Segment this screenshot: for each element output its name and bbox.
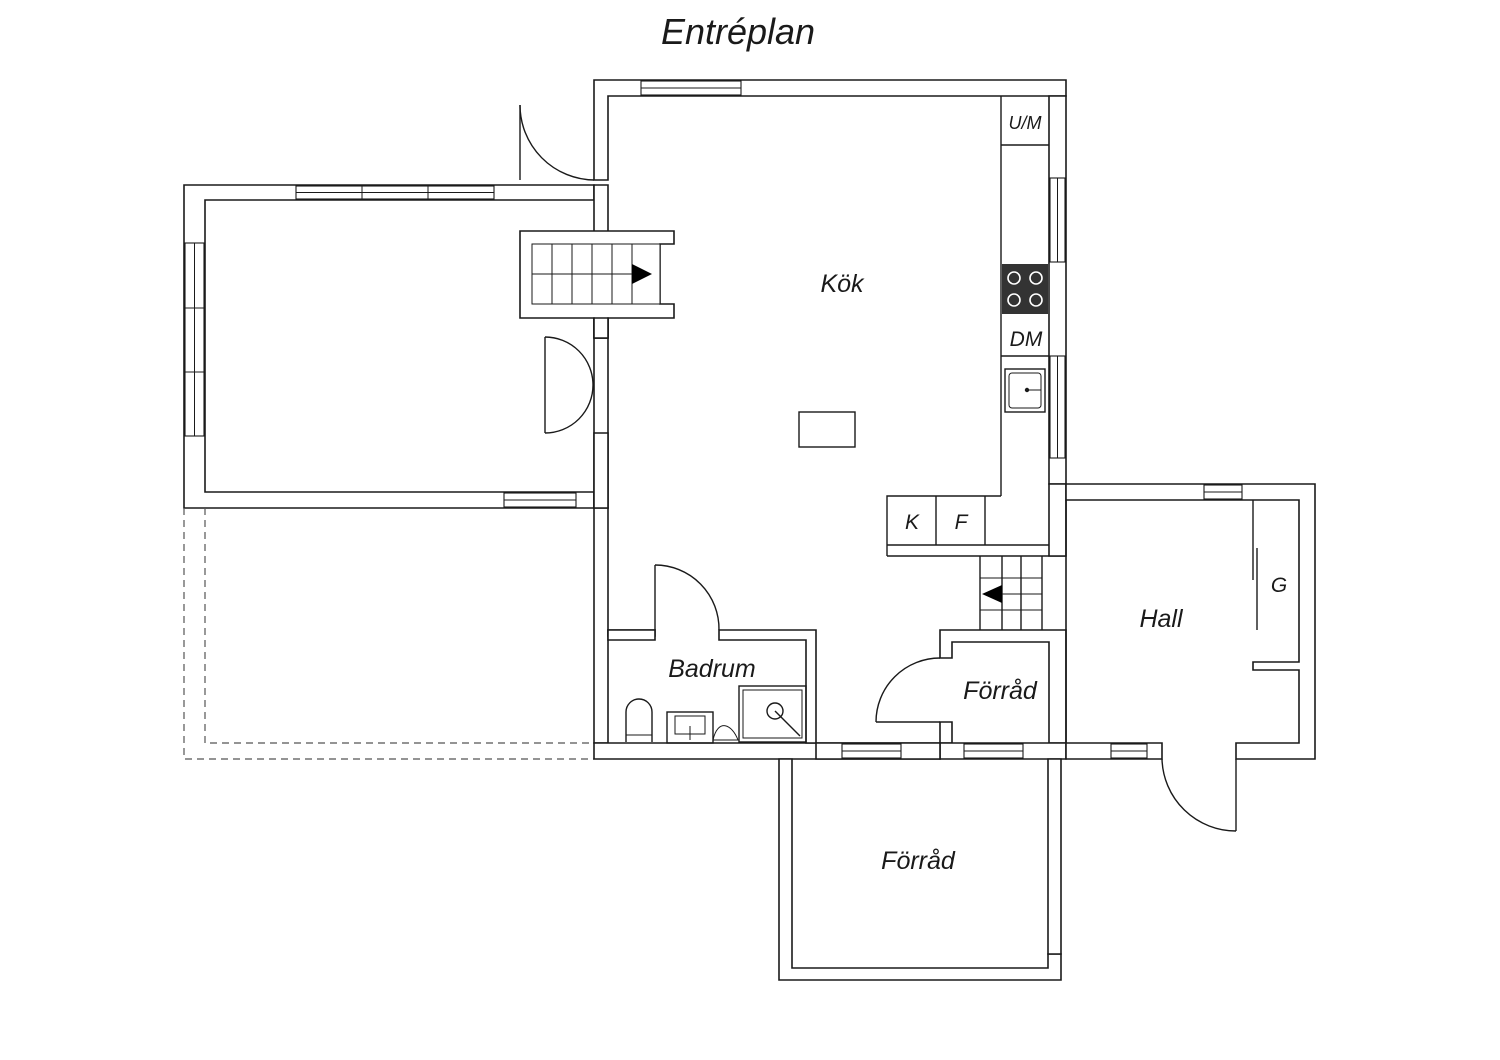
fixture-label-um: U/M (1009, 113, 1042, 133)
room-label-badrum: Badrum (668, 655, 756, 683)
kitchen-window-right-lower (1049, 355, 1066, 459)
fixture-label-k: K (905, 511, 920, 534)
kitchen-island (798, 411, 856, 448)
fixture-label-g: G (1271, 574, 1287, 597)
kitchen-counter (1000, 96, 1049, 496)
stove-icon (1002, 264, 1048, 314)
entrance-door-kitchen (519, 104, 595, 181)
kitchen-window-top (640, 80, 742, 96)
sink-icon (1004, 368, 1046, 413)
stair-arrow-icon (982, 585, 1002, 603)
room-label-forrad-small: Förråd (963, 677, 1038, 705)
wardrobe-sliding-door (1252, 500, 1258, 630)
stair-arrow-icon (632, 264, 652, 284)
bathroom (607, 564, 817, 744)
shower-icon (712, 685, 807, 743)
patio-outline (183, 508, 594, 760)
kitchen-window-right-upper (1049, 177, 1066, 263)
hall (1065, 483, 1316, 760)
storage-large (778, 758, 1062, 981)
fixture-label-f: F (955, 511, 969, 534)
room-label-forrad-large: Förråd (881, 847, 956, 875)
double-door-living-kitchen (544, 317, 609, 509)
toilet-icon (625, 698, 653, 742)
room-label-kok: Kök (820, 270, 865, 298)
living-room-window-top (295, 185, 495, 200)
staircase-lower (979, 556, 1043, 630)
fixture-label-dm: DM (1010, 328, 1043, 351)
bathroom-sink (666, 711, 714, 744)
hall-window-bottom (1110, 743, 1148, 759)
hall-window-top (1203, 484, 1243, 500)
room-label-hall: Hall (1139, 605, 1184, 633)
living-room-window-left (184, 242, 205, 437)
living-room-window-bottom (503, 492, 577, 508)
front-door (1161, 758, 1237, 832)
main-outer-wall (593, 79, 1067, 760)
plan-title: Entréplan (661, 11, 815, 52)
staircase-upper (519, 230, 675, 339)
